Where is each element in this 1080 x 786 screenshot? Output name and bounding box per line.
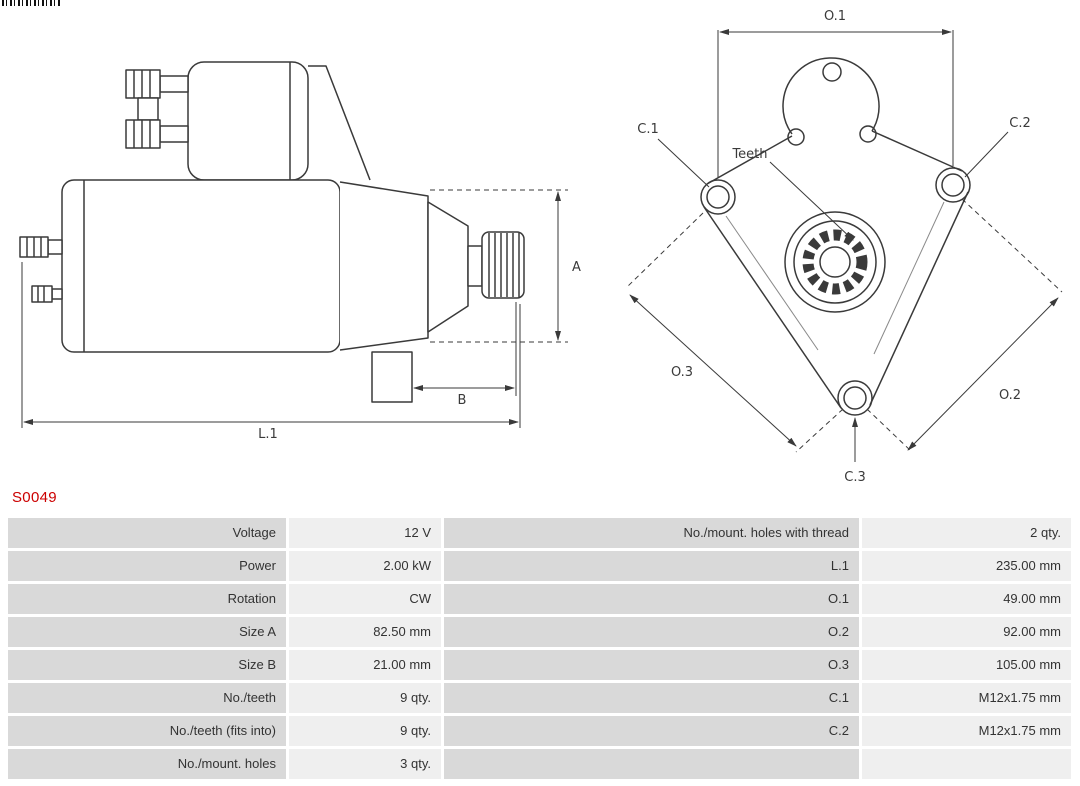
- dim-a-label: A: [572, 260, 581, 275]
- product-code: S0049: [12, 489, 57, 506]
- spec-value-cell: [862, 749, 1071, 779]
- motor-body: [61, 179, 341, 353]
- side-view-labels: A B L.1: [258, 260, 581, 442]
- dim-l1-label: L.1: [258, 427, 278, 442]
- side-view-drawing: A B L.1: [19, 61, 581, 442]
- dim-o2-label: O.2: [999, 388, 1021, 403]
- spec-label-cell: No./teeth (fits into): [8, 716, 286, 746]
- terminal-bolt-lower: [125, 119, 161, 149]
- teeth-leader: [769, 161, 854, 241]
- spec-value-cell: 2.00 kW: [289, 551, 441, 581]
- spec-value-cell: 3 qty.: [289, 749, 441, 779]
- starter-motor-outline: [19, 61, 525, 403]
- barcode-icon: [2, 0, 60, 6]
- dim-o3-label: O.3: [671, 365, 693, 380]
- spec-label-cell: Size B: [8, 650, 286, 680]
- spec-label-cell: Size A: [8, 617, 286, 647]
- spec-value-cell: M12x1.75 mm: [862, 716, 1071, 746]
- hole-c3-label: C.3: [844, 470, 865, 485]
- spec-value-cell: M12x1.75 mm: [862, 683, 1071, 713]
- spline-gear: [802, 229, 868, 295]
- top-arch: [782, 57, 880, 135]
- spec-label-cell: O.1: [444, 584, 859, 614]
- mount-hole-c1: [700, 179, 736, 215]
- spec-value-cell: 21.00 mm: [289, 650, 441, 680]
- spec-label-cell: Rotation: [8, 584, 286, 614]
- spec-label-cell: No./teeth: [8, 683, 286, 713]
- drive-housing: [339, 181, 429, 351]
- flange-outline: [700, 57, 971, 416]
- terminal-bolt-upper: [125, 69, 161, 99]
- mounting-foot: [371, 351, 413, 403]
- spec-label-cell: C.1: [444, 683, 859, 713]
- nose-cone: [427, 201, 469, 333]
- spec-value-cell: 82.50 mm: [289, 617, 441, 647]
- spec-value-cell: 105.00 mm: [862, 650, 1071, 680]
- front-view-dimensions: [625, 29, 1063, 462]
- spec-label-cell: O.3: [444, 650, 859, 680]
- spec-label-cell: No./mount. holes: [8, 749, 286, 779]
- spec-value-cell: 9 qty.: [289, 683, 441, 713]
- spec-value-cell: CW: [289, 584, 441, 614]
- dim-b-label: B: [458, 393, 467, 408]
- spec-table: Voltage 12 V No./mount. holes with threa…: [8, 518, 1071, 779]
- hole-c1-label: C.1: [637, 122, 658, 137]
- teeth-label: Teeth: [731, 147, 767, 162]
- spec-label-cell: Voltage: [8, 518, 286, 548]
- spec-label-cell: [444, 749, 859, 779]
- bearing-ring-outer: [784, 211, 886, 313]
- spec-label-cell: C.2: [444, 716, 859, 746]
- dim-o1-label: O.1: [824, 9, 846, 24]
- spec-label-cell: No./mount. holes with thread: [444, 518, 859, 548]
- mount-hole-c3: [837, 380, 873, 416]
- spec-value-cell: 2 qty.: [862, 518, 1071, 548]
- dim-o2-line: [907, 297, 1059, 451]
- spec-label-cell: O.2: [444, 617, 859, 647]
- spec-value-cell: 9 qty.: [289, 716, 441, 746]
- mount-hole-c2: [935, 167, 971, 203]
- spec-value-cell: 92.00 mm: [862, 617, 1071, 647]
- side-bolt-lower: [31, 285, 53, 303]
- spec-label-cell: Power: [8, 551, 286, 581]
- side-view-dimensions: [21, 189, 568, 428]
- front-view-drawing: O.1 C.1 C.2 Teeth O.3 O.2 C.3: [625, 9, 1063, 485]
- spec-value-cell: 12 V: [289, 518, 441, 548]
- front-view-labels: O.1 C.1 C.2 Teeth O.3 O.2 C.3: [637, 9, 1030, 485]
- spec-label-cell: L.1: [444, 551, 859, 581]
- dim-o3-line: [629, 294, 797, 447]
- spec-value-cell: 235.00 mm: [862, 551, 1071, 581]
- spec-value-cell: 49.00 mm: [862, 584, 1071, 614]
- hole-c2-label: C.2: [1009, 116, 1030, 131]
